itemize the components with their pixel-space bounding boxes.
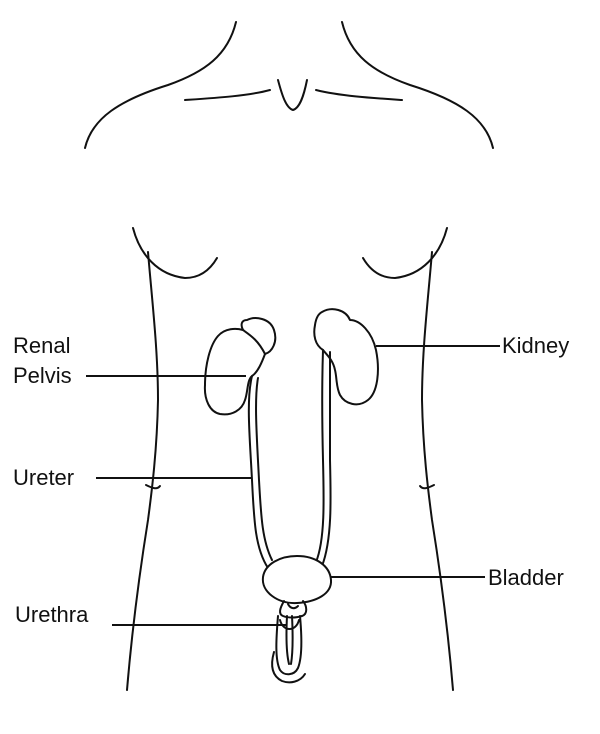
chest-outline [132,227,448,279]
label-kidney: Kidney [502,333,570,358]
body-outline [126,251,454,691]
kidney-left [203,317,277,416]
label-pelvis: Pelvis [13,363,72,388]
label-urethra: Urethra [15,602,89,627]
ureter-right [315,349,332,567]
bladder [261,555,333,619]
upper-torso-outline [84,21,494,149]
urethra [271,615,306,684]
label-bladder: Bladder [488,565,564,590]
leader-lines [86,345,500,626]
label-renal: Renal [13,333,71,358]
ureter-left [247,375,273,569]
kidney-right [313,308,379,406]
label-ureter: Ureter [13,465,75,490]
